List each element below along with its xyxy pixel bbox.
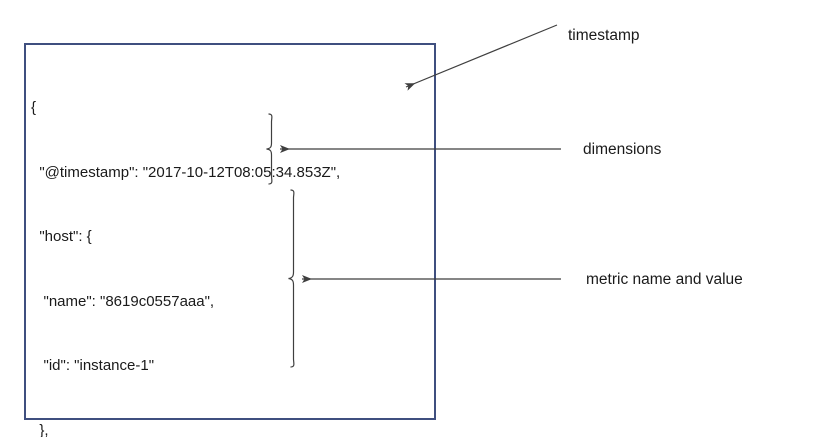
annotation-label-timestamp: timestamp: [568, 27, 640, 44]
json-line-host-id: "id": "instance-1": [31, 357, 155, 374]
json-document-text: { "@timestamp": "2017-10-12T08:05:34.853…: [31, 54, 431, 437]
json-line-timestamp: "@timestamp": "2017-10-12T08:05:34.853Z"…: [31, 163, 341, 181]
json-line-host-open: "host": {: [31, 228, 92, 245]
json-line-host-name: "name": "8619c0557aaa",: [31, 292, 215, 310]
annotation-label-metric: metric name and value: [586, 271, 743, 288]
annotation-label-dimensions: dimensions: [583, 141, 662, 158]
json-line: {: [31, 99, 37, 116]
json-document-box: [24, 43, 436, 420]
json-line-host-close: },: [31, 421, 49, 437]
